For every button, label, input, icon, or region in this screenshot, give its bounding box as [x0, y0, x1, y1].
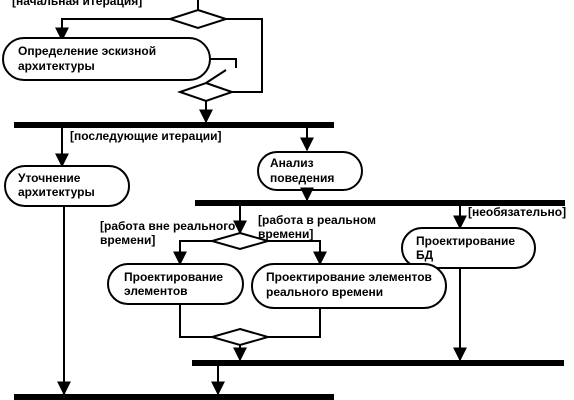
activity-realtime-element-design-line2: реального времени	[266, 285, 383, 299]
activity-refine-architecture-line1: Уточнение	[18, 171, 81, 185]
activity-db-design	[401, 227, 536, 269]
activity-element-design-line1: Проектирование	[124, 270, 223, 284]
guard-non-realtime-line2: времени]	[100, 233, 155, 247]
mode-decision-diamond	[208, 231, 272, 251]
iteration-decision-diamond	[176, 81, 236, 103]
activity-realtime-element-design	[251, 263, 447, 309]
flow-realtime-to-merge	[268, 308, 321, 338]
guard-realtime-line2: времени]	[258, 227, 313, 241]
activity-refine-architecture	[4, 165, 130, 207]
flow-loop-back	[226, 18, 263, 93]
activity-db-design-line2: БД	[416, 248, 434, 262]
activity-element-design-line2: элементов	[124, 284, 188, 298]
activity-behavior-analysis-line1: Анализ	[270, 156, 314, 170]
activity-sketch-architecture-line1: Определение эскизной	[18, 44, 156, 58]
activity-refine-architecture-line2: архитектуры	[18, 185, 95, 199]
guard-realtime-line1: [работа в реальном	[258, 213, 376, 227]
join-bar-middle	[192, 360, 564, 366]
lower-merge-diamond	[208, 327, 272, 347]
activity-db-design-line1: Проектирование	[416, 234, 515, 248]
fork-bar-top	[14, 122, 334, 128]
fork-bar-middle	[195, 200, 565, 206]
flow-sketch-to-decision	[210, 58, 237, 68]
join-bar-bottom	[14, 394, 334, 400]
guard-initial-iteration: [начальная итерация]	[12, 0, 142, 8]
flow-merge-to-sketch	[55, 18, 170, 42]
flow-decision-to-realtime	[268, 240, 327, 266]
activity-sketch-architecture-line2: архитектуры	[18, 59, 95, 73]
activity-behavior-analysis-line2: поведения	[270, 171, 334, 185]
flow-decision-to-element	[173, 240, 212, 266]
guard-next-iterations: [последующие итерации]	[70, 129, 221, 143]
flow-into-decision	[205, 69, 227, 84]
flow-element-to-merge	[179, 304, 212, 338]
guard-optional: [необязательно]	[468, 205, 566, 219]
guard-non-realtime-line1: [работа вне реального	[100, 219, 235, 233]
activity-realtime-element-design-line1: Проектирование элементов	[266, 270, 432, 284]
top-merge-diamond	[166, 8, 230, 30]
activity-element-design	[107, 263, 244, 305]
